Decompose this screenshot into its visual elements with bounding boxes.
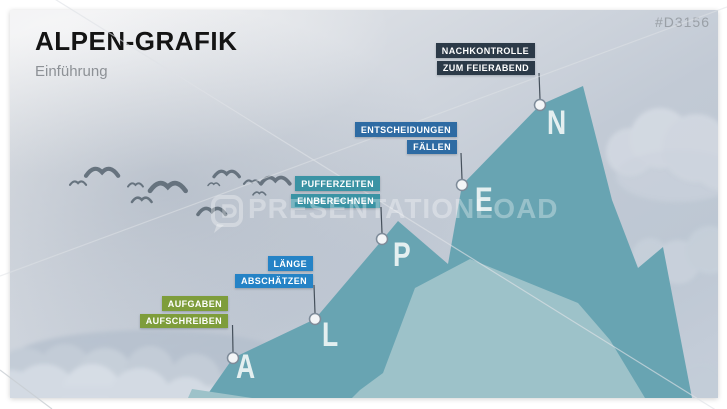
step-label-entscheidungen: ENTSCHEIDUNGEN FÄLLEN <box>354 122 457 154</box>
title-block: ALPEN-GRAFIK Einführung <box>35 26 237 80</box>
letter-p: P <box>393 236 411 274</box>
presentation-slide: ALPEN-GRAFIK Einführung #D3156 PRESENTAT… <box>10 10 718 398</box>
step-label-line: FÄLLEN <box>407 139 457 154</box>
step-label-line: ABSCHÄTZEN <box>235 273 313 288</box>
bird-icon <box>147 180 188 194</box>
letter-n: N <box>547 104 567 142</box>
letter-a: A <box>236 348 256 386</box>
letter-l: L <box>322 316 339 354</box>
marker-l <box>308 312 322 326</box>
step-label-line: ZUM FEIERABEND <box>436 60 535 75</box>
bird-icon <box>259 175 292 186</box>
bird-icon <box>83 166 121 178</box>
bird-icon <box>242 179 262 185</box>
bird-icon <box>212 169 241 179</box>
page-subtitle: Einführung <box>35 63 108 80</box>
step-label-line: LÄNGE <box>267 256 313 271</box>
cloud-right-upper <box>606 108 718 202</box>
bird-icon <box>207 182 221 187</box>
step-label-nachkontrolle: NACHKONTROLLE ZUM FEIERABEND <box>435 43 535 75</box>
step-label-aufgaben: AUFGABEN AUFSCHREIBEN <box>139 296 228 328</box>
step-label-laenge: LÄNGE ABSCHÄTZEN <box>235 256 313 288</box>
bird-icon <box>68 180 88 186</box>
step-label-line: NACHKONTROLLE <box>435 43 535 58</box>
page-title: ALPEN-GRAFIK <box>35 26 238 56</box>
bird-icon <box>127 182 144 188</box>
slide-code-badge: #D3156 <box>654 14 710 30</box>
step-label-line: AUFGABEN <box>161 296 228 311</box>
step-label-line: PUFFERZEITEN <box>295 176 380 191</box>
step-label-line: AUFSCHREIBEN <box>139 313 228 328</box>
step-label-line: ENTSCHEIDUNGEN <box>354 122 457 137</box>
bird-icon <box>130 196 153 204</box>
watermark-text: PRESENTATIONLOAD <box>248 193 559 224</box>
marker-n <box>533 98 547 112</box>
marker-e <box>455 178 469 192</box>
watermark-logo-icon <box>210 194 244 234</box>
marker-p <box>375 232 389 246</box>
